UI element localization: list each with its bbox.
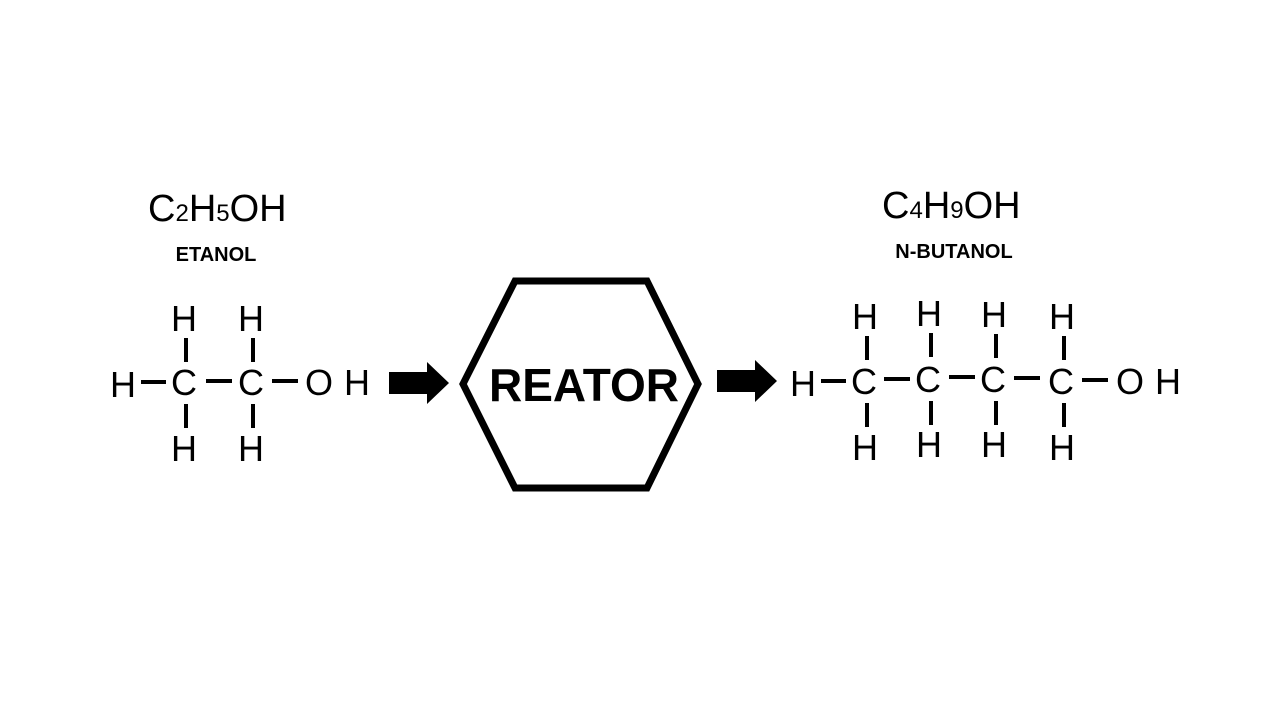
butanol-top-h-1: H (852, 296, 878, 337)
butanol-left-h: H (790, 363, 816, 404)
butanol-top-h-4: H (1049, 296, 1075, 337)
butanol-carbon-1: C (851, 361, 877, 402)
reactor-label: REATOR (489, 359, 679, 411)
ethanol-top-h-1: H (171, 298, 197, 339)
reactor-group: REATOR (459, 277, 702, 492)
product-group: C4H9OH N-BUTANOL H C C C C O H H H H H H (790, 185, 1181, 468)
ethanol-bottom-h-2: H (238, 428, 264, 469)
butanol-carbon-3: C (980, 359, 1006, 400)
butanol-structure: H C C C C O H H H H H H H H (790, 293, 1181, 468)
ethanol-structure: H C C O H H H H H (110, 298, 370, 469)
butanol-oxygen: O (1116, 361, 1144, 402)
butanol-bottom-h-4: H (1049, 427, 1075, 468)
butanol-end-h: H (1155, 361, 1181, 402)
product-name: N-BUTANOL (895, 241, 1012, 263)
butanol-bottom-h-3: H (981, 424, 1007, 465)
butanol-bottom-h-2: H (916, 424, 942, 465)
ethanol-left-h: H (110, 364, 136, 405)
ethanol-carbon-1: C (171, 362, 197, 403)
arrow-right-icon (717, 360, 777, 402)
ethanol-oxygen: O (305, 362, 333, 403)
ethanol-end-h: H (344, 362, 370, 403)
reactant-formula: C2H5OH (148, 188, 287, 230)
butanol-bottom-h-1: H (852, 427, 878, 468)
arrow-right-icon (389, 362, 449, 404)
butanol-top-h-3: H (981, 294, 1007, 335)
ethanol-carbon-2: C (238, 362, 264, 403)
butanol-carbon-2: C (915, 359, 941, 400)
ethanol-top-h-2: H (238, 298, 264, 339)
butanol-carbon-4: C (1048, 361, 1074, 402)
butanol-top-h-2: H (916, 293, 942, 334)
reactor-hexagon (459, 277, 702, 492)
product-formula: C4H9OH (882, 185, 1021, 227)
ethanol-bottom-h-1: H (171, 428, 197, 469)
reactant-group: C2H5OH ETANOL H C C O H H H H H (110, 188, 370, 469)
reactant-name: ETANOL (176, 244, 257, 266)
